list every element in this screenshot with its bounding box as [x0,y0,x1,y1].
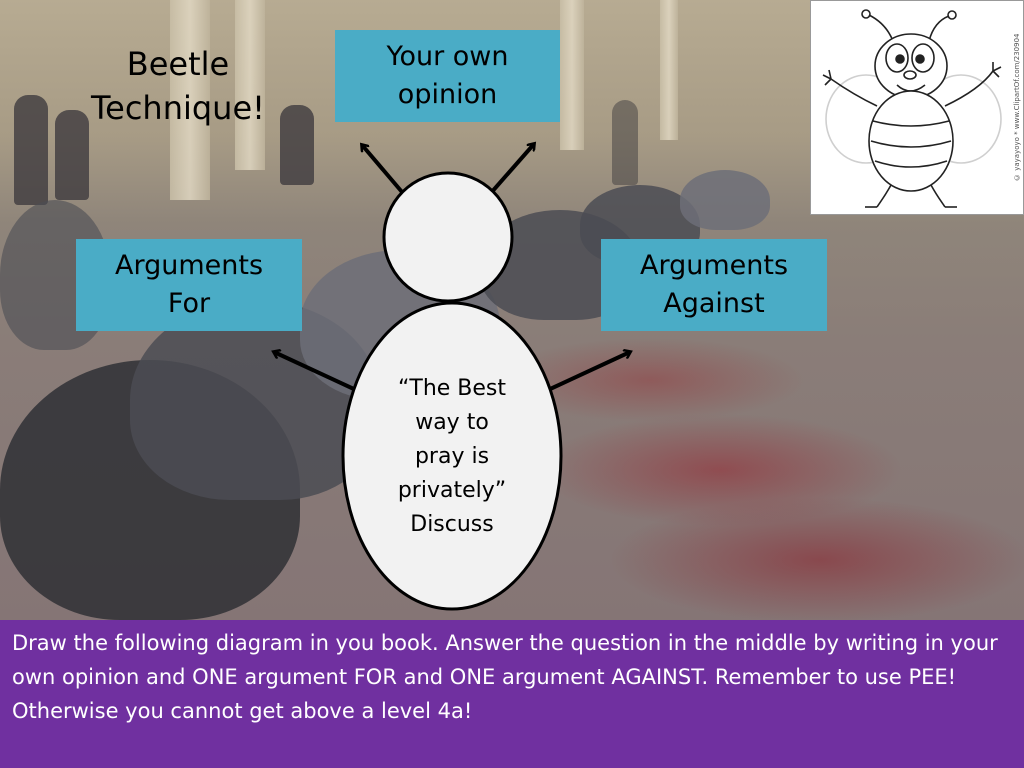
box-label: opinion [397,79,498,110]
box-label: Against [663,288,765,319]
background-person [55,110,89,200]
slide-title: Beetle Technique! [78,42,278,130]
slide-title-line: Beetle [126,45,230,83]
background-person [14,95,48,205]
beetle-head [382,171,514,303]
background-worshipper [680,170,770,230]
box-label: Arguments [114,250,264,281]
question-line: privately” [397,478,507,503]
slide-title-line: Technique! [91,89,265,127]
arrow-icon [547,352,630,392]
beetle-diagram [0,0,1024,611]
question-line: pray is [414,444,490,469]
arrow-icon [274,352,357,392]
arrow-icon [488,144,534,196]
instructions-text: Draw the following diagram in you book. … [0,620,1024,768]
question-line: “The Best [397,376,507,401]
bee-icon [822,9,1002,208]
background-pillar [170,0,210,200]
beetle-body [341,301,563,611]
question-line: way to [415,410,489,435]
arguments-against-box: Arguments Against [601,239,827,331]
question-line: Discuss [410,512,494,537]
background-person [280,105,314,185]
box-label: Arguments [639,250,789,281]
arguments-for-box: Arguments For [76,239,302,331]
background-pillar [235,0,265,170]
box-label: Your own [386,41,509,72]
discussion-question: “The Best way to pray is privately” Disc… [370,372,534,542]
own-opinion-box: Your own opinion [335,30,560,122]
cartoon-bee-clipart: © yayayoyo * www.ClipartOf.com/230904 [810,0,1024,215]
background-pillar [660,0,678,140]
arrow-icon [362,145,404,194]
background-person [612,100,638,185]
clipart-credit: © yayayoyo * www.ClipartOf.com/230904 [1013,33,1021,181]
background-pillar [560,0,584,150]
box-label: For [167,288,211,319]
